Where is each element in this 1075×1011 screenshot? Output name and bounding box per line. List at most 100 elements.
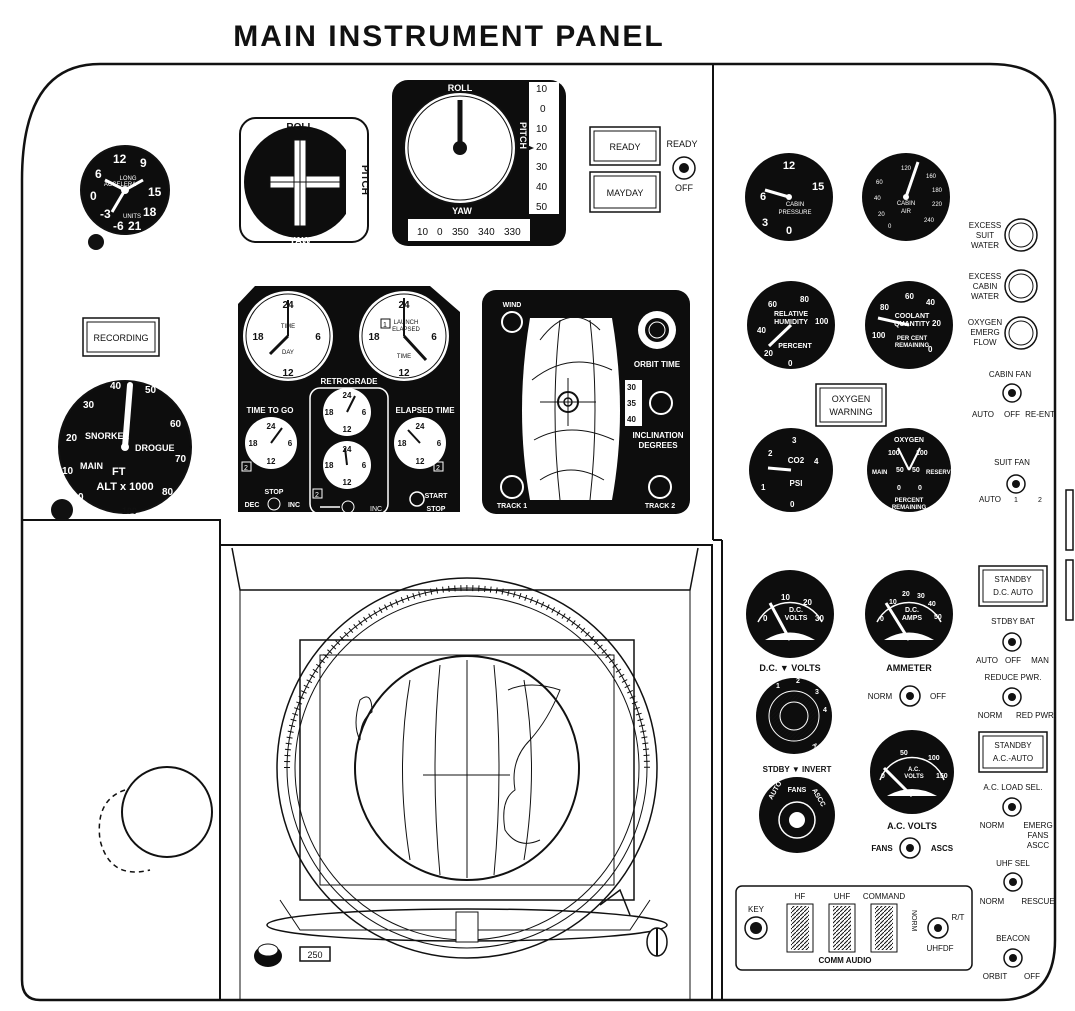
uhf-label: UHF bbox=[834, 892, 851, 901]
switch-label: BEACON bbox=[996, 934, 1030, 943]
oxygen-emerg-flow-light: OXYGEN EMERG FLOW bbox=[968, 316, 1038, 350]
air-tick: 60 bbox=[876, 180, 883, 186]
stop-label: STOP bbox=[265, 489, 284, 496]
coolant-tick: 40 bbox=[926, 298, 935, 307]
coolant-tick: 80 bbox=[880, 303, 889, 312]
selector-tick: 4 bbox=[823, 707, 827, 714]
panel-outline bbox=[20, 62, 1057, 1002]
ready-lamp: READY bbox=[589, 126, 661, 166]
stdby-invert-caption: STDBY ▼ INVERT bbox=[763, 765, 832, 774]
rt-label: R/T bbox=[952, 913, 965, 922]
light-label: OXYGEN bbox=[968, 318, 1002, 327]
altimeter-knob[interactable] bbox=[51, 499, 73, 521]
accel-label: LONG bbox=[119, 176, 136, 182]
periscope-counter: 250 bbox=[299, 946, 331, 962]
incl-scale: 40 bbox=[627, 415, 636, 424]
pitch-scale: 20 bbox=[536, 142, 548, 153]
accel-tick: 18 bbox=[143, 205, 157, 219]
attitude-indicator: ROLL YAW PITCH bbox=[239, 117, 370, 247]
retrograde-label: RETROGRADE bbox=[321, 377, 379, 386]
co2-tick: 0 bbox=[790, 500, 795, 509]
suit-fan-label: SUIT FAN bbox=[994, 458, 1030, 467]
oxygen-tick: 0 bbox=[897, 485, 901, 492]
coolant-tick: 0 bbox=[928, 345, 933, 354]
humidity-tick: 20 bbox=[764, 349, 773, 358]
alt-tick: 0 bbox=[78, 492, 84, 503]
clock-hour: 24 bbox=[343, 391, 352, 400]
clock-hour: 6 bbox=[288, 439, 293, 448]
air-tick: 220 bbox=[932, 202, 943, 208]
accel-tick: 21 bbox=[128, 219, 142, 233]
ac-load-select-switch[interactable]: A.C. LOAD SEL. NORM EMERG FANS ASCC bbox=[980, 783, 1053, 850]
stop-button-label: STOP bbox=[427, 506, 446, 513]
oxygen-warning-label: WARNING bbox=[829, 407, 872, 417]
clock-hour: 18 bbox=[249, 439, 258, 448]
light-label: FLOW bbox=[973, 338, 997, 347]
acv-tick: 0 bbox=[881, 773, 885, 780]
ammeter-switch[interactable]: NORM OFF bbox=[868, 685, 946, 707]
oxygen-tick: 50 bbox=[896, 467, 904, 474]
accel-tick: -3 bbox=[100, 207, 111, 221]
recording-label: RECORDING bbox=[93, 333, 148, 343]
alt-tick-100: 100 bbox=[122, 506, 137, 516]
selector-tick: FANS bbox=[788, 787, 807, 794]
beacon-switch[interactable]: BEACON ORBIT OFF bbox=[983, 934, 1040, 981]
launch-label: LAUNCH bbox=[394, 320, 419, 326]
roll-pitch-yaw-indicator: ROLL PITCH 10 0 10 20 30 40 50 YAW 10 0 … bbox=[392, 80, 566, 246]
hand-controller-port bbox=[98, 766, 213, 873]
clock-hour: 24 bbox=[343, 445, 352, 454]
switch-position: FANS bbox=[1028, 831, 1049, 840]
uhf-select-switch[interactable]: UHF SEL NORM RESCUE bbox=[980, 859, 1055, 906]
pitch-scale: 50 bbox=[536, 202, 548, 213]
coolant-tick: 20 bbox=[932, 319, 941, 328]
cabin-fan-switch[interactable]: CABIN FAN AUTO OFF RE-ENT bbox=[972, 370, 1055, 419]
dc-volts-selector-knob[interactable]: 1 2 3 4 AMPS bbox=[756, 678, 832, 759]
oxygen-warning-lamp: OXYGEN WARNING bbox=[815, 383, 887, 427]
accel-reset-knob[interactable] bbox=[88, 234, 104, 250]
clock-hour: 18 bbox=[325, 461, 334, 470]
switch-position: 1 bbox=[1014, 497, 1018, 504]
dcv-tick: 0 bbox=[763, 614, 768, 623]
pitch-scale: 10 bbox=[536, 84, 548, 95]
degrees-label: DEGREES bbox=[638, 441, 678, 450]
reduce-power-switch[interactable]: REDUCE PWR. NORM RED PWR. bbox=[978, 673, 1056, 720]
attitude-yaw-label: YAW bbox=[289, 236, 311, 247]
accel-label: ACCELERA bbox=[104, 182, 136, 188]
switch-label: STDBY BAT bbox=[991, 617, 1035, 626]
coolant-label: QUANTITY bbox=[894, 321, 930, 328]
clock-hour: 18 bbox=[325, 408, 334, 417]
humidity-tick: 100 bbox=[815, 317, 829, 326]
alt-tick: 10 bbox=[62, 466, 74, 477]
air-tick: 120 bbox=[901, 166, 912, 172]
switch-label: REDUCE PWR. bbox=[985, 673, 1042, 682]
switch-position: NORM bbox=[980, 821, 1005, 830]
accelerometer-gauge: 9 12 15 18 21 6 0 -3 -6 LONG ACCELERA UN… bbox=[80, 145, 170, 235]
ready-switch[interactable]: READY OFF bbox=[666, 139, 697, 193]
mayday-lamp-label: MAYDAY bbox=[607, 188, 644, 198]
accel-tick: 15 bbox=[148, 185, 162, 199]
orbit-navigation-block: WIND ORBIT TIME 30 35 40 INCLINATION DEG… bbox=[482, 290, 690, 514]
hf-label: HF bbox=[795, 892, 806, 901]
humidity-label: HUMIDITY bbox=[774, 319, 808, 326]
co2-tick: 4 bbox=[814, 457, 819, 466]
dc-ammeter-gauge: 0 10 20 30 40 50 D.C. AMPS bbox=[865, 570, 953, 658]
fans-ascs-switch[interactable]: FANS ASCS bbox=[871, 837, 954, 859]
suit-fan-switch[interactable]: SUIT FAN AUTO 1 2 bbox=[979, 458, 1042, 504]
switch-position: NORM bbox=[980, 897, 1005, 906]
pressure-tick: 3 bbox=[762, 217, 768, 229]
clock-hour: 24 bbox=[416, 422, 425, 431]
air-tick: 20 bbox=[878, 212, 885, 218]
yaw-scale: 350 bbox=[452, 227, 469, 238]
standby-inverter-selector-knob[interactable]: AUTO FANS ASCC bbox=[759, 777, 835, 853]
cabin-air-label: CABIN bbox=[897, 201, 915, 207]
light-label: EXCESS bbox=[969, 272, 1001, 281]
rpy-pitch-label: PITCH bbox=[518, 122, 528, 149]
dca-tick: 50 bbox=[934, 614, 942, 621]
periscope-counter-knob[interactable] bbox=[254, 943, 282, 967]
switch-position: RESCUE bbox=[1021, 897, 1054, 906]
attitude-pitch-label: PITCH bbox=[359, 165, 370, 195]
start-label: START bbox=[263, 513, 287, 520]
dca-tick: 40 bbox=[928, 601, 936, 608]
clock-index: 2 bbox=[315, 492, 319, 499]
standby-battery-switch[interactable]: STDBY BAT AUTO OFF MAN bbox=[976, 617, 1049, 665]
